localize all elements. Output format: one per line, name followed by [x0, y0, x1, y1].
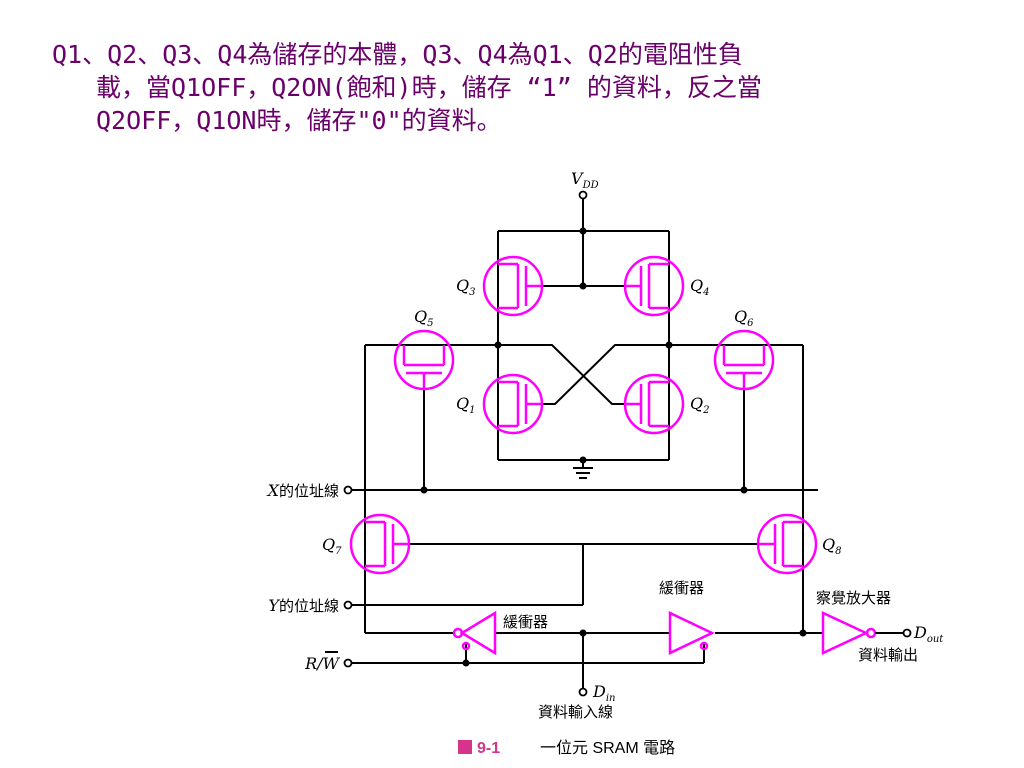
svg-text:Din: Din [592, 682, 615, 704]
svg-text:Q2: Q2 [690, 394, 710, 416]
figure-title: 一位元 SRAM 電路 [540, 739, 675, 757]
q7-label-sub: 7 [335, 546, 342, 557]
q4-label: Q [690, 276, 703, 295]
svg-text:Q4: Q4 [690, 276, 710, 298]
q7-label: Q [322, 535, 335, 554]
description-line-1: Q1、Q2、Q3、Q4為儲存的本體，Q3、Q4為Q1、Q2的電阻性負 [52, 40, 743, 69]
buffer-right: 緩衝器 [659, 579, 715, 655]
din-label-sub: in [606, 693, 616, 704]
y-address-line: Y的位址線 [268, 596, 353, 615]
sense-amp-label: 察覺放大器 [816, 589, 891, 607]
vdd-terminal: VDD [571, 169, 599, 231]
svg-text:R/W: R/W [304, 654, 340, 673]
q5-label: Q [414, 307, 427, 326]
buffer-right-label: 緩衝器 [659, 579, 704, 597]
vdd-label-sub: DD [582, 180, 599, 191]
q8-label-sub: 8 [835, 546, 841, 557]
svg-text:Dout: Dout [913, 623, 944, 645]
data-out-terminal: Dout 資料輸出 [858, 623, 944, 664]
q5-label-sub: 5 [427, 318, 433, 329]
figure-number: 9-1 [477, 740, 500, 757]
transistor-q1: Q1 [456, 373, 544, 435]
q8-label: Q [822, 535, 835, 554]
y-address-text: 的位址線 [279, 597, 339, 615]
x-address-var: X [266, 481, 280, 500]
y-address-var: Y [268, 596, 280, 615]
vdd-label: V [571, 169, 584, 188]
din-label: D [592, 682, 606, 701]
svg-text:VDD: VDD [571, 169, 599, 191]
x-address-text: 的位址線 [279, 482, 339, 500]
q4-label-sub: 4 [702, 287, 709, 298]
q6-label-sub: 6 [747, 318, 754, 329]
transistor-q3: Q3 [456, 255, 544, 317]
q3-label-sub: 3 [469, 287, 475, 298]
buffer-left: 緩衝器 [452, 610, 548, 656]
dout-label-sub: out [927, 634, 944, 645]
svg-text:Q6: Q6 [734, 307, 754, 329]
x-address-line: X的位址線 [266, 481, 353, 500]
read-write-line: R/W [304, 651, 353, 673]
figure-caption: 9-1 一位元 SRAM 電路 [458, 739, 675, 757]
din-text: 資料輸入線 [538, 703, 613, 721]
junction-dots [420, 227, 807, 667]
svg-text:Q7: Q7 [322, 535, 342, 557]
core-wiring [352, 230, 823, 688]
sense-amplifier: 察覺放大器 [816, 589, 912, 655]
description-text: Q1、Q2、Q3、Q4為儲存的本體，Q3、Q4為Q1、Q2的電阻性負 載，當Q1… [52, 38, 982, 137]
svg-text:X的位址線: X的位址線 [266, 481, 339, 500]
figure-icon [458, 740, 472, 754]
transistor-q5: Q5 [393, 307, 455, 391]
transistor-q2: Q2 [623, 373, 710, 435]
description-line-2: 載，當Q1OFF，Q2ON(飽和)時，儲存 “1” 的資料，反之當 [96, 73, 762, 102]
description-line-3: Q2OFF，Q1ON時，儲存"0"的資料。 [96, 106, 502, 135]
q1-label-sub: 1 [469, 405, 475, 416]
transistor-q4: Q4 [623, 255, 710, 317]
q6-label: Q [734, 307, 747, 326]
svg-text:Q3: Q3 [456, 276, 476, 298]
dout-label: D [913, 623, 927, 642]
dout-text: 資料輸出 [858, 646, 918, 664]
data-in-terminal: Din 資料輸入線 [538, 682, 615, 721]
q3-label: Q [456, 276, 469, 295]
q1-label: Q [456, 394, 469, 413]
buffer-left-label: 緩衝器 [503, 613, 548, 631]
svg-text:Q1: Q1 [456, 394, 476, 416]
svg-text:Q5: Q5 [414, 307, 434, 329]
transistor-q7: Q7 [322, 513, 411, 575]
transistor-q6: Q6 [713, 307, 775, 391]
q2-label-sub: 2 [702, 405, 709, 416]
svg-text:Q8: Q8 [822, 535, 842, 557]
rw-label-r: R/ [304, 654, 324, 673]
rw-label-w: W [323, 654, 341, 673]
svg-text:Y的位址線: Y的位址線 [268, 596, 339, 615]
q2-label: Q [690, 394, 703, 413]
transistor-q8: Q8 [756, 513, 842, 575]
